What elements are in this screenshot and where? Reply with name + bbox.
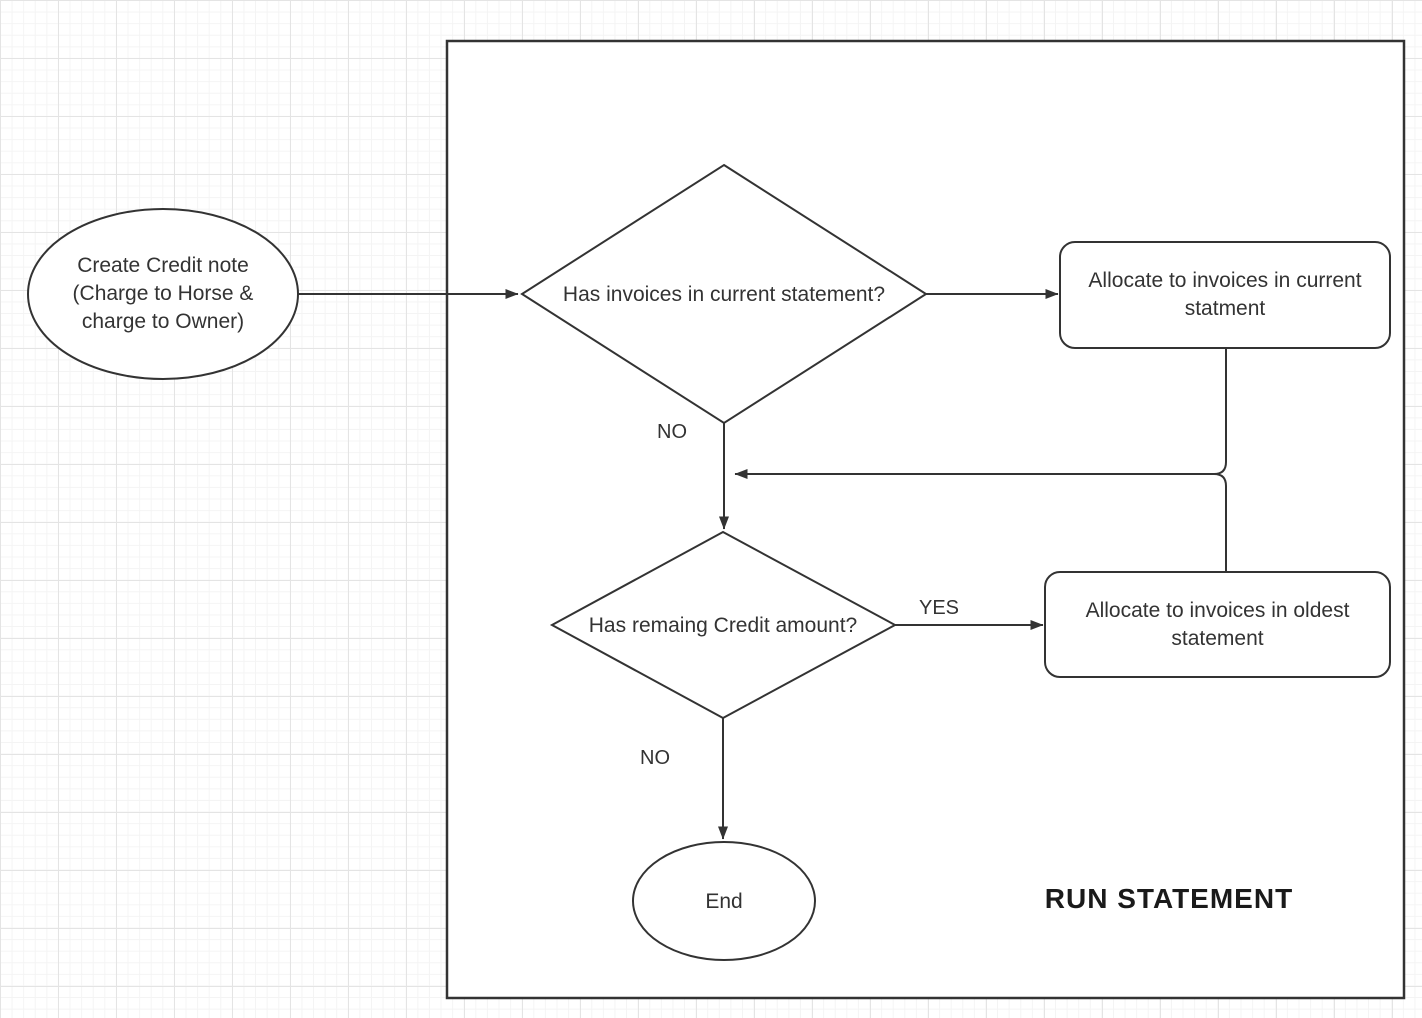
process-oldest-label-line1: Allocate to invoices in oldest (1085, 599, 1350, 622)
start-node-label-line3: charge to Owner) (81, 310, 245, 333)
process-oldest-label: Allocate to invoices in oldest statement (1052, 597, 1383, 653)
start-node-label-line2: (Charge to Horse & (72, 282, 254, 305)
process-current-label-line2: statment (1184, 297, 1266, 320)
decision-current-shape[interactable] (520, 163, 928, 425)
process-oldest-shape[interactable] (1044, 571, 1391, 678)
process-current-label: Allocate to invoices in current statment (1065, 267, 1385, 323)
process-current-shape[interactable] (1059, 241, 1391, 349)
run-statement-boundary[interactable] (445, 39, 1406, 1000)
end-node-label: End (705, 890, 743, 913)
decision-remaining-label: Has remaing Credit amount? (588, 614, 858, 637)
process-current-label-line1: Allocate to invoices in current (1088, 269, 1362, 292)
edge-label-no-current: NO (657, 421, 687, 443)
edge-label-yes-remaining: YES (918, 597, 960, 619)
edge-junction-to-process-oldest[interactable] (1213, 473, 1227, 572)
decision-remaining-shape[interactable] (549, 530, 898, 720)
diagram-title: RUN STATEMENT (1044, 883, 1294, 914)
start-node-shape[interactable] (27, 208, 299, 380)
start-node-label: Create Credit note (Charge to Horse & ch… (43, 252, 283, 336)
end-node-shape[interactable] (632, 841, 816, 961)
process-oldest-label-line2: statement (1171, 627, 1264, 650)
decision-current-label: Has invoices in current statement? (562, 283, 886, 306)
start-node-label-line1: Create Credit note (77, 254, 249, 277)
edge-label-no-remaining: NO (640, 747, 670, 769)
